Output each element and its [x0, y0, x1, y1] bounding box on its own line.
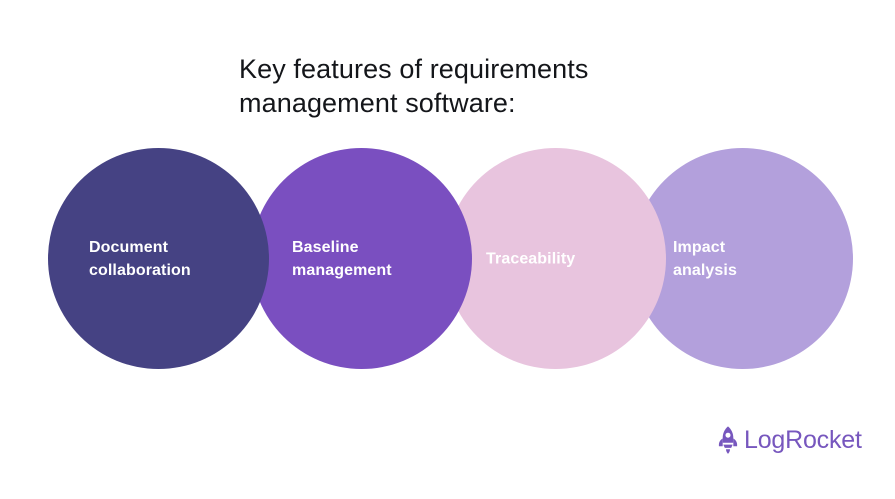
feature-circle-label: Impact analysis [673, 238, 737, 279]
feature-circle-label: Document collaboration [89, 238, 191, 279]
logrocket-logo[interactable]: LogRocket [714, 424, 862, 456]
logrocket-wordmark: LogRocket [744, 425, 862, 454]
feature-circle-document-collaboration[interactable]: Document collaboration [48, 148, 269, 369]
feature-circle-label: Traceability [486, 250, 576, 267]
feature-circle-label: Baseline management [292, 238, 392, 279]
feature-circle-traceability[interactable]: Traceability [445, 148, 666, 369]
feature-circle-row: Document collaboration Baseline manageme… [0, 148, 895, 369]
rocket-icon [718, 426, 738, 454]
feature-circle-baseline-management[interactable]: Baseline management [251, 148, 472, 369]
feature-circle-impact-analysis[interactable]: Impact analysis [632, 148, 853, 369]
page-title: Key features of requirements management … [239, 54, 589, 118]
